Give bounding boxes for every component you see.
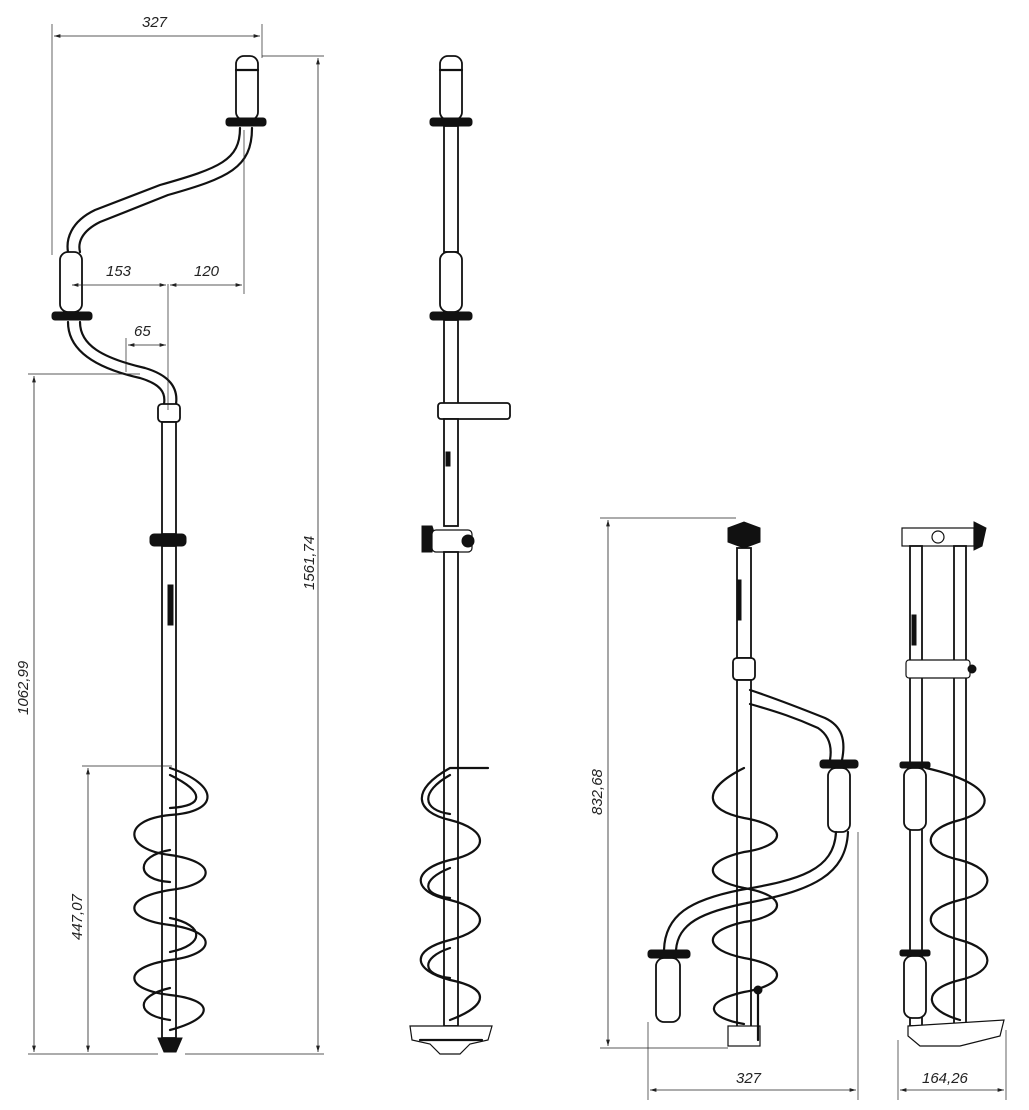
cutter-head xyxy=(157,1037,183,1053)
dim-folded-width: 327 xyxy=(736,1070,762,1087)
folded-front-cutter xyxy=(907,1019,1005,1047)
dim-side-offset-right: 120 xyxy=(194,263,220,280)
dim-side-total-height: 1561,74 xyxy=(301,536,318,590)
folded-front-auger xyxy=(924,766,989,1022)
side-view-dimensions: 327 153 120 65 1561,74 1062,99 447,07 xyxy=(15,14,324,1055)
folded-side-dimensions: 832,68 327 xyxy=(589,517,859,1100)
dim-side-offset-left: 153 xyxy=(106,263,132,280)
top-handle-grip xyxy=(235,55,259,121)
dim-folded-depth: 164,26 xyxy=(922,1070,969,1087)
crank-handle-flange xyxy=(51,311,93,321)
lower-crank xyxy=(66,320,166,406)
folded-cutter xyxy=(727,1025,761,1047)
folded-lower-shaft xyxy=(736,679,752,1031)
front-top-grip xyxy=(439,55,463,121)
front-upper-shaft xyxy=(443,125,459,253)
upper-coupling xyxy=(157,403,181,423)
upper-shaft xyxy=(161,421,177,535)
folded-bottom-grip xyxy=(655,957,681,1023)
crank-bar xyxy=(66,126,242,254)
crank-handle-grip xyxy=(59,251,83,313)
dim-side-offset-small: 65 xyxy=(134,323,151,340)
front-crossbar xyxy=(437,402,511,420)
dim-side-auger-height: 447,07 xyxy=(69,893,86,940)
folded-auger-spiral xyxy=(711,766,778,1026)
shaft-slot xyxy=(167,584,174,626)
folded-front-view xyxy=(899,521,1005,1047)
folded-crank-lower xyxy=(662,830,838,952)
folded-front-grip-upper xyxy=(903,767,927,831)
folded-side-view xyxy=(647,521,859,1047)
shaft-clamp xyxy=(149,533,187,547)
front-mid-grip xyxy=(439,251,463,313)
front-view-assembled xyxy=(409,55,511,1055)
folded-top-cap xyxy=(727,521,761,549)
folded-front-grip-lower xyxy=(903,955,927,1019)
dim-folded-height: 832,68 xyxy=(589,768,606,815)
folded-crank-upper xyxy=(748,688,845,762)
auger-spiral xyxy=(133,766,209,1032)
dim-side-total-width: 327 xyxy=(142,14,168,31)
folded-front-right-rod xyxy=(953,545,967,1027)
front-lower-shaft xyxy=(443,551,459,1027)
front-auger-spiral xyxy=(419,766,490,1022)
side-view-assembled xyxy=(51,55,267,1053)
dim-side-lower-height: 1062,99 xyxy=(15,660,32,715)
top-handle-flange xyxy=(225,117,267,127)
folded-crank-grip xyxy=(827,767,851,833)
folded-front-dimensions: 164,26 xyxy=(897,1030,1007,1100)
